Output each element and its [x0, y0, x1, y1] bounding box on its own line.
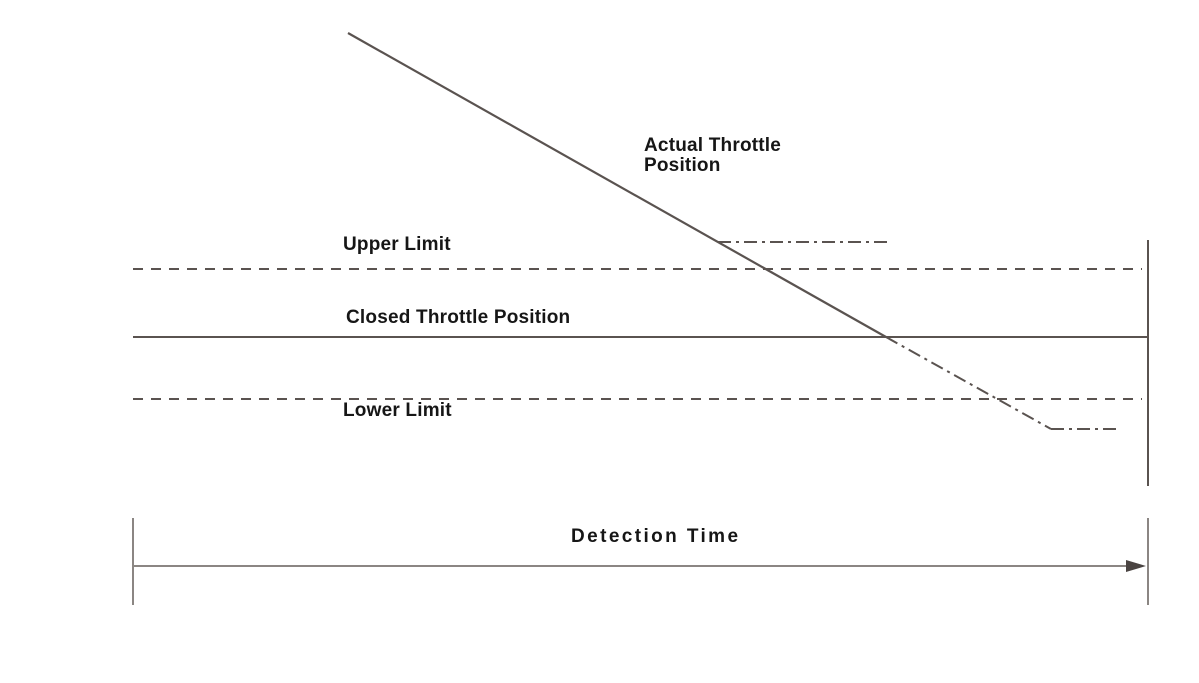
label-closed-throttle-position: Closed Throttle Position	[346, 307, 571, 328]
label-detection-time: Detection Time	[571, 526, 741, 547]
label-upper-limit: Upper Limit	[343, 234, 451, 255]
actual-throttle-diagonal-line	[347, 32, 887, 338]
dash-dot-diagonal-continuation	[885, 336, 1052, 430]
label-lower-limit: Lower Limit	[343, 400, 452, 421]
label-actual-throttle-position: Actual Throttle Position	[644, 135, 782, 176]
right-arrow-icon	[1126, 560, 1146, 572]
